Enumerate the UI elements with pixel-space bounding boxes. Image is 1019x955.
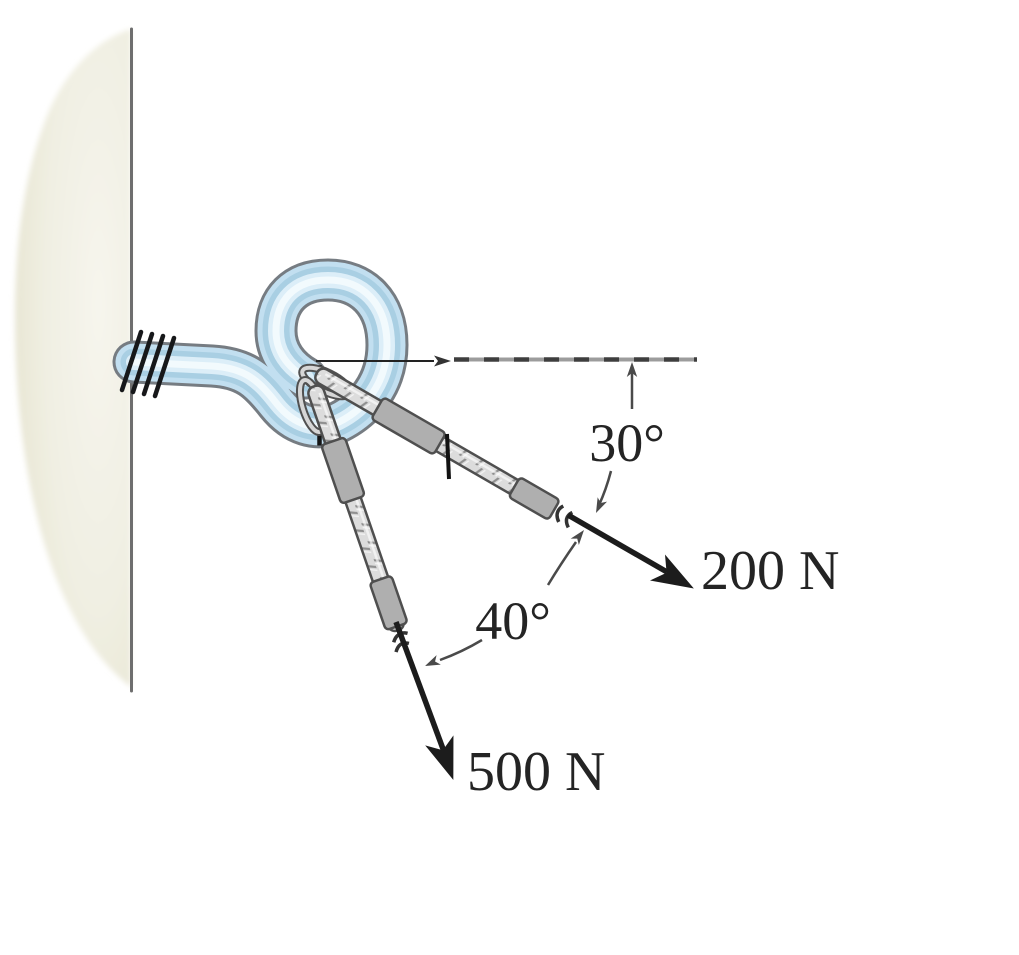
angle-label-40: 40° <box>475 591 551 651</box>
force-500n-shaft <box>393 621 449 758</box>
dim30-down-arrowhead-icon <box>596 497 608 513</box>
rope-500n-sleeve-2 <box>369 575 408 631</box>
force-label-500n: 500 N <box>467 741 605 803</box>
hook-core-highlight <box>130 276 391 431</box>
rope-200n-band <box>445 433 451 480</box>
force-500n-arrowhead-icon <box>425 735 454 780</box>
angle-dimension-40 <box>425 530 584 666</box>
dim30-lower-leader <box>597 470 613 506</box>
rope-200n-end-ticks <box>555 504 574 529</box>
dim40-upper-leader <box>546 541 578 586</box>
force-200n-arrowhead-icon <box>649 554 694 589</box>
angle-dimension-30 <box>596 362 638 513</box>
rope-200n <box>314 367 574 529</box>
force-arrow-500n <box>393 621 454 780</box>
screw-threads <box>119 329 177 399</box>
dim30-up-arrowhead-icon <box>626 362 638 377</box>
rope-200n-sleeve-2 <box>508 477 560 520</box>
wall-surface <box>15 29 131 687</box>
force-200n-shaft <box>566 512 669 575</box>
dim40-down-arrowhead-icon <box>425 655 441 666</box>
horizontal-reference-line <box>316 355 697 367</box>
dim40-up-arrowhead-icon <box>570 530 584 546</box>
reference-arrowhead-icon <box>434 355 451 367</box>
angle-label-30: 30° <box>589 413 665 473</box>
dim40-lower-leader <box>439 638 483 662</box>
rope-500n-sleeve-1 <box>320 436 366 505</box>
screw-hook <box>112 258 409 449</box>
rope-200n-sleeve-1 <box>371 397 446 455</box>
force-label-200n: 200 N <box>701 540 839 602</box>
force-arrow-200n <box>566 512 694 589</box>
